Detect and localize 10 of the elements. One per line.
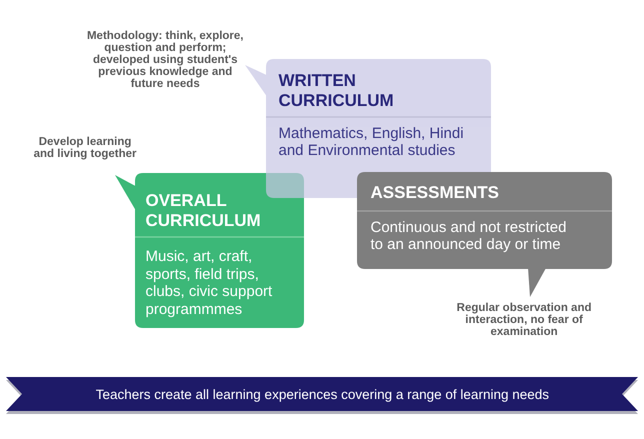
bubble-text: Mathematics, English, Hindi and Environmental studies [278, 125, 465, 159]
banner-text: Teachers create all learning experiences covering a range of learning needs [94, 386, 550, 402]
annotation-text: Methodology: think, explore, question and perform; developed using student's previous knowledge and future needs [86, 30, 244, 90]
bubble-heading: ASSESSMENTS [370, 183, 500, 203]
annotation-text: Develop learning and living together [33, 136, 138, 160]
bubble-text: Music, art, craft, sports, field trips, clubs, civic support programmmes [146, 248, 274, 318]
bubble-text: Continuous and not restricted to an announced day or time [370, 219, 568, 253]
bubble-heading: OVERALL CURRICULUM [146, 191, 262, 231]
annotation-text: Regular observation and interaction, no fear of examination [456, 302, 592, 338]
bubble-heading: WRITTEN CURRICULUM [278, 71, 395, 111]
